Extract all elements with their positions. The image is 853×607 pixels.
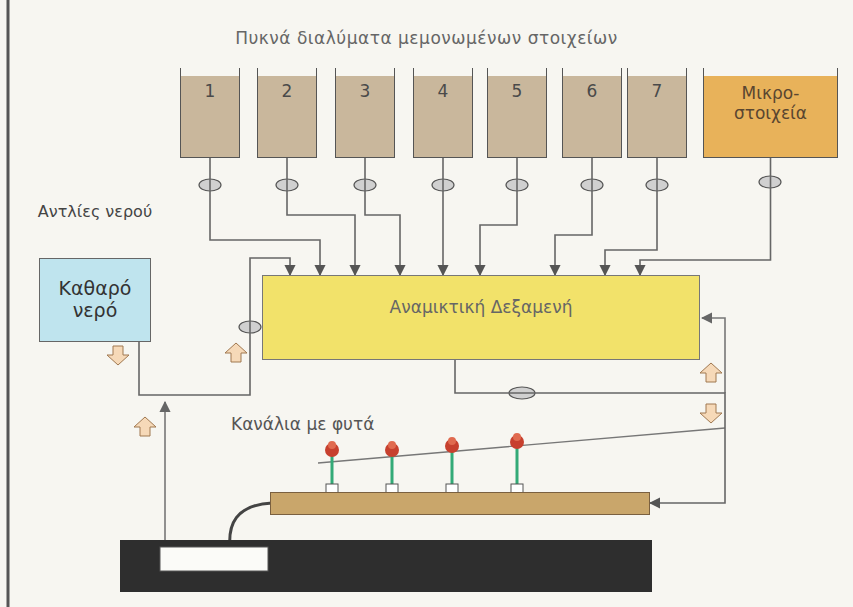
pipe-connector (365, 158, 400, 275)
feed-line (318, 428, 725, 463)
solution-tank: 7 (627, 68, 687, 158)
pipe-connector (555, 158, 592, 275)
solution-tank: 1 (180, 68, 240, 158)
tank-label: 4 (438, 82, 449, 102)
water-tank: Καθαρό νερό (39, 258, 151, 342)
solution-tank: 2 (257, 68, 317, 158)
tank-label: 5 (512, 82, 523, 102)
pipe-connector (605, 158, 657, 275)
frame-line (7, 0, 10, 607)
mixing-tank: Αναμικτική Δεξαμενή (262, 275, 700, 360)
solution-tank: 4 (413, 68, 473, 158)
plants (325, 433, 524, 493)
tank-label: Μικρο- στοιχεία (723, 84, 818, 123)
tank-label: 2 (282, 82, 293, 102)
pipe-connector (287, 158, 355, 275)
diagram-title: Πυκνά διαλύματα μεμονωμένων στοιχείων (0, 28, 853, 48)
pipe-connector (480, 158, 517, 275)
return-pipe (164, 402, 166, 548)
reservoir (120, 540, 652, 592)
tank-label: 1 (205, 82, 216, 102)
pump-box (160, 547, 268, 571)
solution-tank: Μικρο- στοιχεία (703, 68, 838, 158)
tank-label: 7 (652, 82, 663, 102)
solution-tank: 6 (562, 68, 622, 158)
box-label: Κανάλια με φυτά (231, 415, 374, 435)
pipe-connector (640, 158, 771, 275)
plant-channel: Κανάλια με φυτά (270, 492, 650, 515)
pipe-connector (442, 158, 444, 275)
box-label: Αναμικτική Δεξαμενή (390, 298, 573, 318)
pipe-connector (455, 360, 725, 503)
solution-tank: 5 (487, 68, 547, 158)
box-label: Καθαρό νερό (47, 278, 143, 322)
solution-tank: 3 (335, 68, 395, 158)
pump-label: Αντλίες νερού (30, 202, 160, 221)
tank-label: 3 (360, 82, 371, 102)
tank-label: 6 (587, 82, 598, 102)
